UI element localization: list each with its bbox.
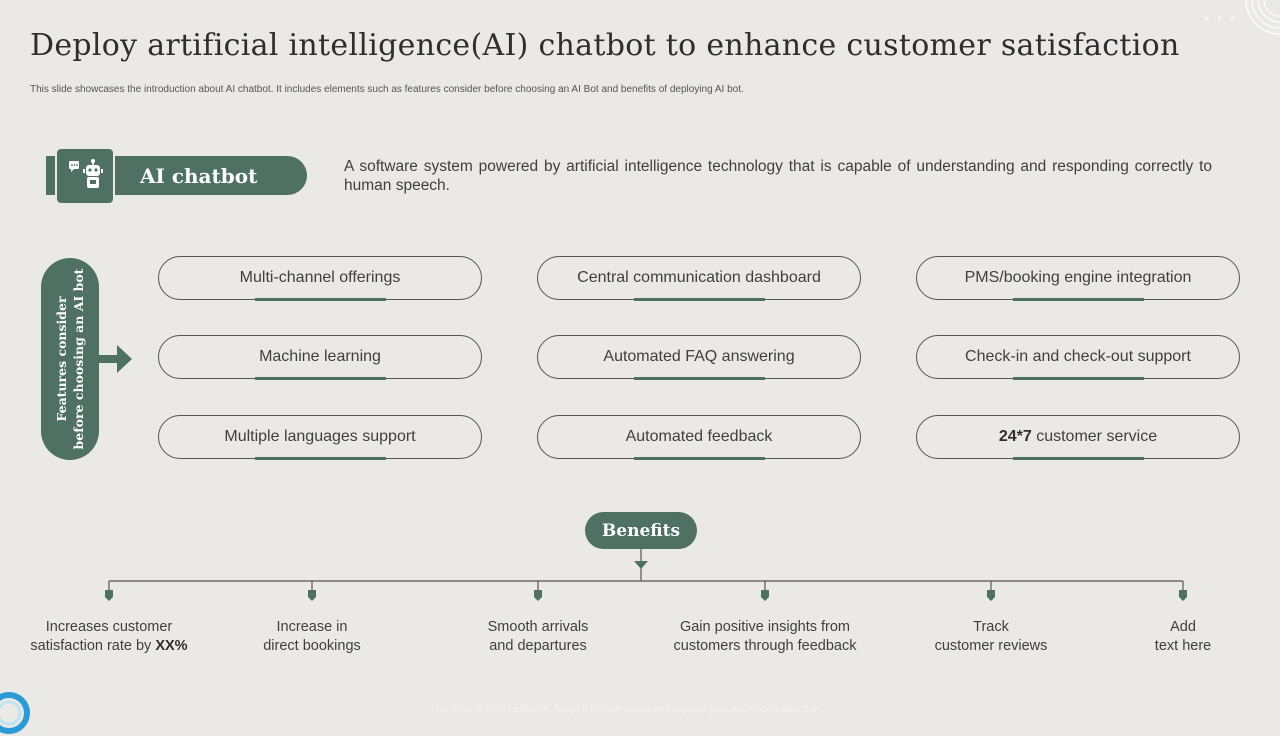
feature-automated-faq-answering: Automated FAQ answering xyxy=(537,335,861,380)
benefit-line-2: satisfaction rate by XX% xyxy=(30,637,187,656)
benefit-line-2: customer reviews xyxy=(934,637,1048,654)
decorative-x-marks: × × × xyxy=(1204,14,1238,25)
benefit-satisfaction-rate: Increases customer satisfaction rate by … xyxy=(30,618,187,655)
benefit-line-2: direct bookings xyxy=(263,637,361,654)
benefits-heading: Benefits xyxy=(601,520,681,541)
feature-label: Multi-channel offerings xyxy=(239,269,401,286)
feature-24-7-customer-service: 24*7 customer service xyxy=(916,415,1240,460)
page-subtitle: This slide showcases the introduction ab… xyxy=(30,84,744,95)
decorative-corner-ring xyxy=(0,692,30,734)
feature-multiple-languages-support: Multiple languages support xyxy=(158,415,482,460)
benefit-line-2-text: satisfaction rate by xyxy=(30,637,156,654)
benefits-timeline xyxy=(105,549,1187,601)
benefit-line-2: and departures xyxy=(489,637,587,654)
feature-label: Machine learning xyxy=(259,348,381,365)
chatbot-icon xyxy=(55,147,115,205)
benefit-add-text: Add text here xyxy=(1155,618,1211,655)
benefit-line-1: Track xyxy=(973,619,1009,635)
feature-automated-feedback: Automated feedback xyxy=(537,415,861,460)
page-title: Deploy artificial intelligence(AI) chatb… xyxy=(30,28,1180,63)
ai-chatbot-description: A software system powered by artificial … xyxy=(344,158,1212,194)
feature-machine-learning: Machine learning xyxy=(158,335,482,380)
benefit-line-2: text here xyxy=(1154,637,1212,654)
benefit-line-1: Gain positive insights from xyxy=(679,619,851,635)
benefits-heading-pill: Benefits xyxy=(585,512,697,549)
feature-label: 24*7 customer service xyxy=(999,428,1157,446)
feature-label: PMS/booking engine integration xyxy=(964,269,1192,286)
feature-label: Automated FAQ answering xyxy=(603,348,795,365)
benefit-positive-insights: Gain positive insights from customers th… xyxy=(674,618,857,655)
feature-label: Check-in and check-out support xyxy=(965,348,1191,365)
feature-multi-channel-offerings: Multi-channel offerings xyxy=(158,256,482,301)
feature-label: Multiple languages support xyxy=(224,428,416,445)
feature-pms-booking-engine-integration: PMS/booking engine integration xyxy=(916,256,1240,301)
feature-central-communication-dashboard: Central communication dashboard xyxy=(537,256,861,301)
benefit-line-2-bold: XX% xyxy=(155,637,188,654)
right-arrow-icon xyxy=(98,345,132,373)
feature-label: Central communication dashboard xyxy=(577,269,821,286)
benefit-line-1: Increases customer xyxy=(45,619,173,635)
features-heading-pill xyxy=(41,258,99,460)
feature-label-rest: customer service xyxy=(1031,428,1158,445)
benefit-line-1: Smooth arrivals xyxy=(487,619,589,635)
feature-check-in-check-out-support: Check-in and check-out support xyxy=(916,335,1240,380)
footer-note: This slide is 100% editable. Adapt it to… xyxy=(430,704,823,715)
benefit-line-1: Add xyxy=(1170,619,1196,635)
ai-chatbot-label: AI chatbot xyxy=(140,164,258,188)
benefit-line-1: Increase in xyxy=(276,619,348,635)
feature-label-bold: 24*7 xyxy=(998,428,1032,445)
benefit-line-2: customers through feedback xyxy=(673,637,857,654)
feature-label: Automated feedback xyxy=(625,428,773,445)
benefit-direct-bookings: Increase in direct bookings xyxy=(263,618,361,655)
benefit-smooth-arrivals: Smooth arrivals and departures xyxy=(488,618,589,655)
benefit-track-reviews: Track customer reviews xyxy=(935,618,1048,655)
